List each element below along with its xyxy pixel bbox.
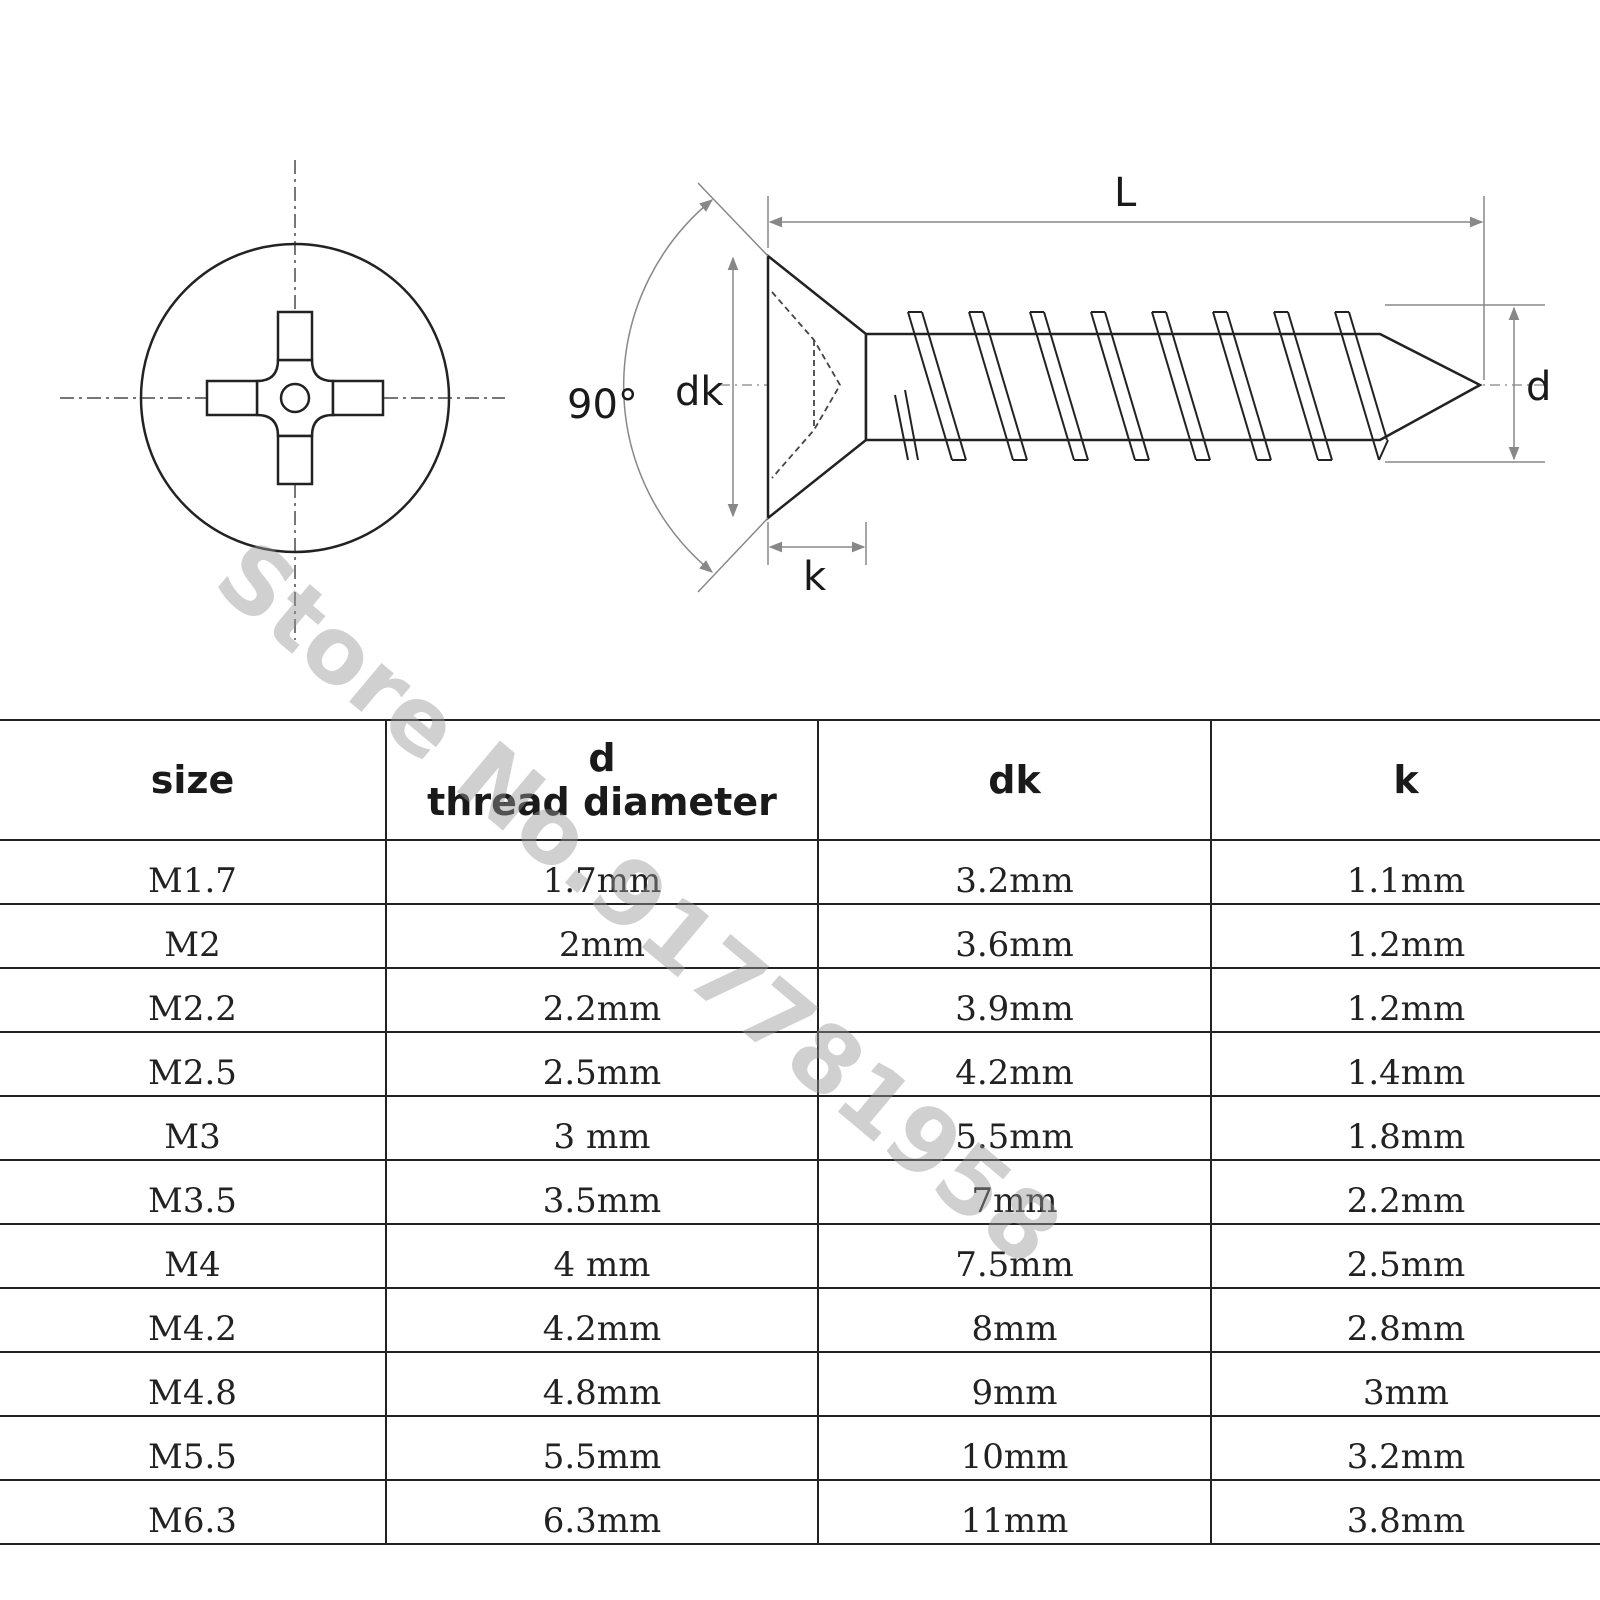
cell-k: 1.4mm <box>1210 1031 1600 1097</box>
cell-size: M4.8 <box>0 1351 387 1417</box>
angle-label: 90° <box>567 382 638 428</box>
length-label: L <box>1114 170 1137 216</box>
head-top-view <box>60 160 505 640</box>
cell-d: 3 mm <box>385 1095 819 1161</box>
cell-size: M2.2 <box>0 967 387 1033</box>
cell-k: 1.2mm <box>1210 903 1600 969</box>
cell-dk: 7.5mm <box>817 1223 1212 1289</box>
cell-dk: 10mm <box>817 1415 1212 1481</box>
cell-d: 1.7mm <box>385 839 819 905</box>
cell-size: M3.5 <box>0 1159 387 1225</box>
cell-dk: 5.5mm <box>817 1095 1212 1161</box>
cell-size: M4.2 <box>0 1287 387 1353</box>
head-diameter-label: dk <box>675 369 724 415</box>
head-height-label: k <box>803 554 827 600</box>
phillips-cross-recess <box>205 310 385 486</box>
cell-k: 2.2mm <box>1210 1159 1600 1225</box>
cell-k: 3mm <box>1210 1351 1600 1417</box>
header-k: k <box>1210 719 1600 841</box>
cell-size: M3 <box>0 1095 387 1161</box>
cell-d: 4.2mm <box>385 1287 819 1353</box>
cell-d: 2.5mm <box>385 1031 819 1097</box>
cell-d: 2mm <box>385 903 819 969</box>
cell-k: 3.2mm <box>1210 1415 1600 1481</box>
cell-dk: 9mm <box>817 1351 1212 1417</box>
cell-d: 3.5mm <box>385 1159 819 1225</box>
cell-size: M5.5 <box>0 1415 387 1481</box>
cell-d: 6.3mm <box>385 1479 819 1545</box>
cell-dk: 3.9mm <box>817 967 1212 1033</box>
cell-k: 1.1mm <box>1210 839 1600 905</box>
cell-k: 2.5mm <box>1210 1223 1600 1289</box>
cell-d: 4 mm <box>385 1223 819 1289</box>
header-dk: dk <box>817 719 1212 841</box>
cell-k: 1.2mm <box>1210 967 1600 1033</box>
cell-size: M6.3 <box>0 1479 387 1545</box>
header-thread-diameter: d thread diameter <box>385 719 819 841</box>
cell-dk: 11mm <box>817 1479 1212 1545</box>
cell-k: 3.8mm <box>1210 1479 1600 1545</box>
cell-k: 1.8mm <box>1210 1095 1600 1161</box>
cell-dk: 3.6mm <box>817 903 1212 969</box>
header-d-desc: thread diameter <box>427 780 777 824</box>
cell-d: 5.5mm <box>385 1415 819 1481</box>
cell-dk: 4.2mm <box>817 1031 1212 1097</box>
header-d-symbol: d <box>588 736 616 780</box>
screw-side-view <box>623 182 1545 593</box>
cell-dk: 7mm <box>817 1159 1212 1225</box>
header-size: size <box>0 719 387 841</box>
cell-d: 2.2mm <box>385 967 819 1033</box>
cell-size: M2.5 <box>0 1031 387 1097</box>
screw-dimension-drawing: L dk 90° d k <box>60 160 1551 640</box>
cell-k: 2.8mm <box>1210 1287 1600 1353</box>
thread-lines <box>894 311 1389 461</box>
cell-dk: 3.2mm <box>817 839 1212 905</box>
cell-size: M2 <box>0 903 387 969</box>
thread-diameter-label: d <box>1526 364 1551 410</box>
cell-d: 4.8mm <box>385 1351 819 1417</box>
cell-dk: 8mm <box>817 1287 1212 1353</box>
cell-size: M4 <box>0 1223 387 1289</box>
table-header-row: size d thread diameter dk k <box>0 719 1600 841</box>
cell-size: M1.7 <box>0 839 387 905</box>
